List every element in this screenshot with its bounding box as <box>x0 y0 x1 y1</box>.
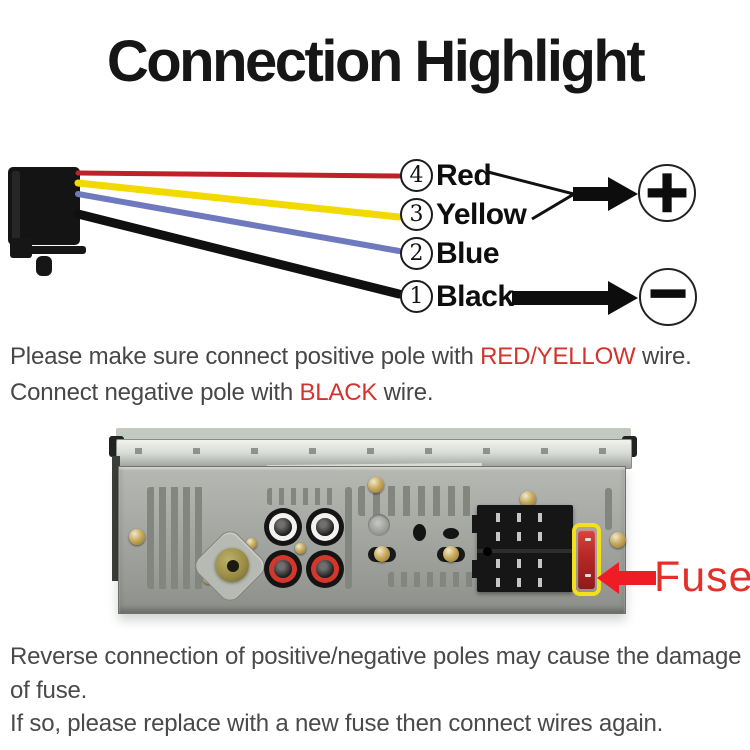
wire-label-blue: 2 Blue <box>400 236 500 270</box>
pin-row <box>496 559 558 568</box>
wire-number-badge: 1 <box>400 280 433 313</box>
screw-icon <box>443 546 459 562</box>
fuse-label: Fuse <box>654 553 750 601</box>
wire-red <box>75 170 402 179</box>
wire-number-badge: 3 <box>400 198 433 231</box>
screw-icon <box>129 529 145 545</box>
arrow-left-icon <box>597 562 656 594</box>
wiring-art <box>8 167 638 315</box>
negative-terminal-icon: − <box>639 263 697 326</box>
warning-line-1: Reverse connection of positive/negative … <box>10 643 742 670</box>
warning-line-2: of fuse. <box>10 676 88 704</box>
wire-name: Black <box>436 279 514 313</box>
wire-name: Blue <box>436 236 500 270</box>
vent-slots-above-rca <box>267 488 337 505</box>
antenna-socket-hole <box>227 560 239 572</box>
wiring-diagram: 4 Red 3 Yellow 2 Blue 1 Black + − <box>0 130 750 335</box>
screw-icon <box>520 491 536 507</box>
panel-hole <box>443 528 459 539</box>
text: wire. <box>377 379 434 406</box>
warning-line-3: If so, please replace with a new fuse th… <box>10 710 664 737</box>
connector-notch <box>472 515 478 533</box>
wire-yellow <box>74 179 403 221</box>
harness-connector <box>8 167 86 276</box>
vent-slot-tall <box>345 487 352 589</box>
fuse-highlight-box <box>572 523 601 596</box>
text: Please make sure connect positive pole w… <box>10 343 481 370</box>
text: Connect negative pole with <box>10 379 300 406</box>
stereo-rear-photo: Fuse <box>0 425 750 635</box>
wire-number-badge: 4 <box>400 159 433 192</box>
rca-jack-white <box>274 518 292 536</box>
wire-black <box>73 209 404 299</box>
connector-divider <box>477 549 573 553</box>
wire-name: Yellow <box>436 197 527 231</box>
rail-holes <box>135 448 615 454</box>
instruction-line-2: Connect negative pole with BLACK wire. <box>10 375 692 411</box>
instruction-line-1: Please make sure connect positive pole w… <box>10 339 692 375</box>
fuse-warning: Reverse connection of positive/negative … <box>10 640 741 741</box>
vent-slot-right <box>605 488 612 530</box>
arrow-to-positive-icon <box>573 177 638 211</box>
plus-icon: + <box>641 157 692 225</box>
highlighted-wire-colors: RED/YELLOW <box>480 343 636 370</box>
iso-power-connector <box>472 505 573 592</box>
screw-icon <box>368 477 384 493</box>
screw-icon <box>374 546 390 562</box>
top-rail <box>116 439 632 485</box>
wire-label-red: 4 Red <box>400 158 492 192</box>
wire-label-yellow: 3 Yellow <box>400 197 527 231</box>
highlighted-wire-color: BLACK <box>299 379 378 406</box>
fuse-clip-mark <box>585 538 591 541</box>
screw-icon <box>246 538 257 549</box>
fuse-pointer <box>597 562 656 594</box>
positive-terminal-icon: + <box>638 157 696 225</box>
rca-jack-white <box>316 518 334 536</box>
wire-number-badge: 2 <box>400 237 433 270</box>
round-boss <box>368 514 390 536</box>
text: wire. <box>635 343 692 370</box>
stereo-chassis <box>104 428 644 618</box>
left-side-bracket <box>112 456 120 581</box>
arrow-to-negative-icon <box>512 281 638 315</box>
chassis-top-edge <box>116 428 631 441</box>
wire-label-black: 1 Black <box>400 280 514 313</box>
wire-name: Red <box>436 158 492 192</box>
connector-hole <box>483 547 492 556</box>
fuse <box>578 530 595 589</box>
page-title: Connection Highlight <box>106 29 646 94</box>
polarity-instructions: Please make sure connect positive pole w… <box>10 339 692 411</box>
rca-jack-red <box>316 560 334 578</box>
pin-row <box>496 578 558 587</box>
connector-notch <box>472 560 478 578</box>
panel-hole <box>413 524 426 541</box>
screw-icon <box>295 543 306 554</box>
pin-row <box>496 513 558 522</box>
wire-blue <box>75 191 402 254</box>
minus-icon: − <box>645 263 691 323</box>
pin-row <box>496 532 558 541</box>
screw-icon <box>610 532 626 548</box>
rca-jack-red <box>274 560 292 578</box>
vent-slots-bottom <box>388 572 476 587</box>
fuse-clip-mark <box>585 574 591 577</box>
